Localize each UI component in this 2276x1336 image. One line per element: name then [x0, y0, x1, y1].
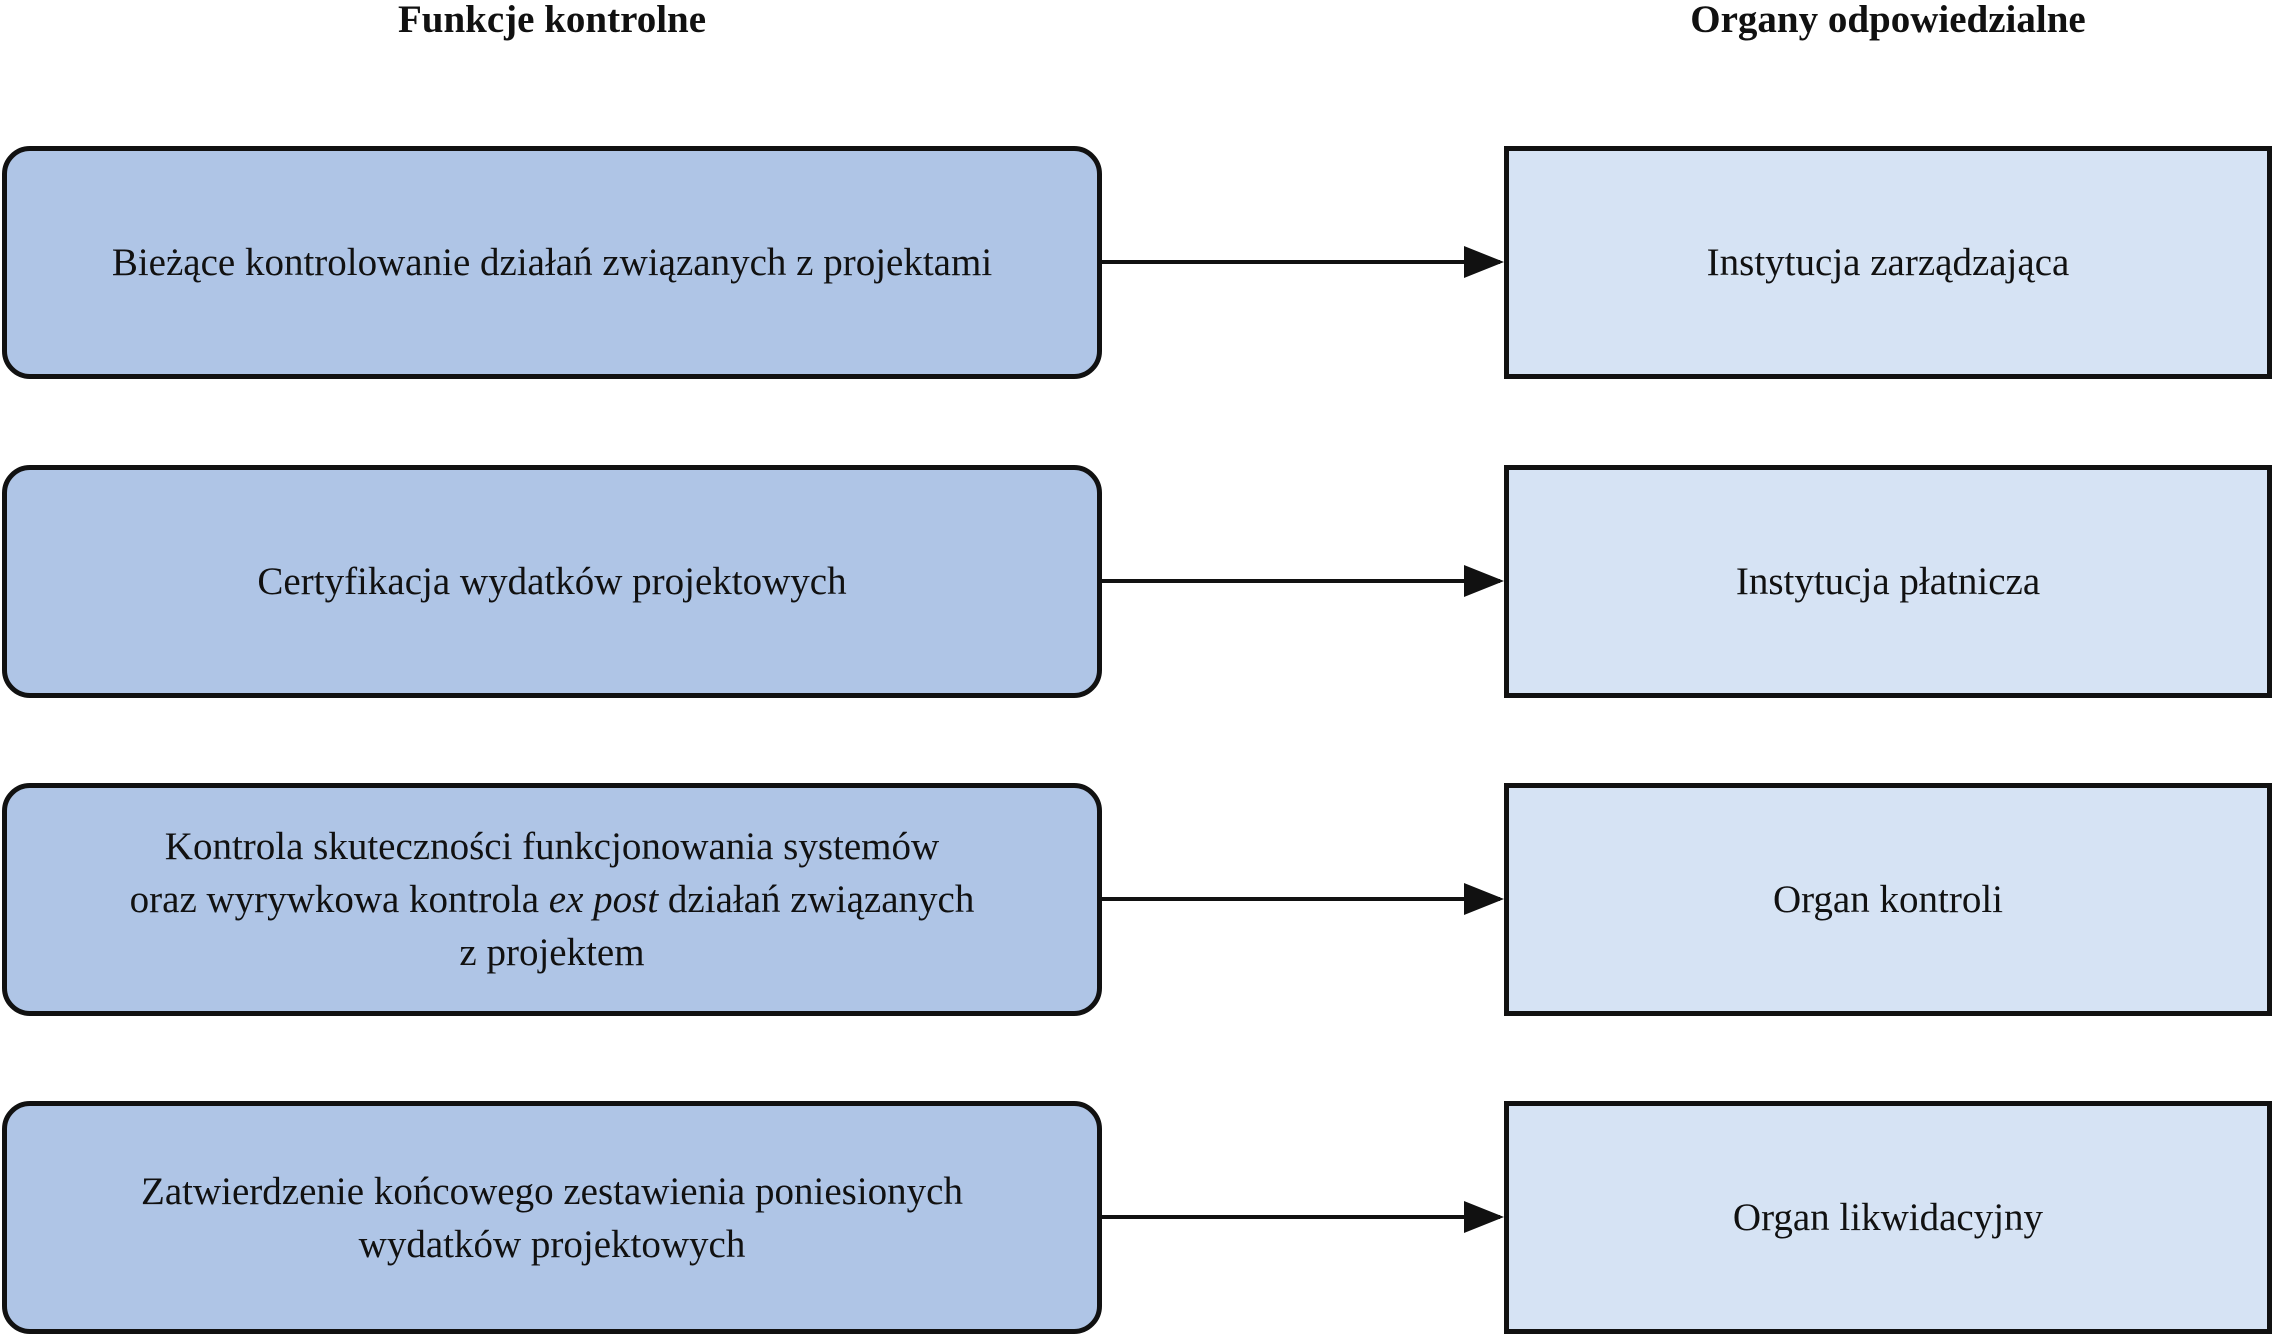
- function-text-line: oraz wyrywkowa kontrola ex post działań …: [129, 878, 975, 921]
- function-box-final-statement: Zatwierdzenie końcowego zestawienia poni…: [2, 1101, 1102, 1334]
- function-box-current-control: Bieżące kontrolowanie działań związanych…: [2, 146, 1102, 379]
- function-text-line: Certyfikacja wydatków projektowych: [257, 560, 847, 603]
- organ-box-paying-agency: Instytucja płatnicza: [1504, 465, 2272, 698]
- organ-box-managing-authority: Instytucja zarządzająca: [1504, 146, 2272, 379]
- function-box-system-audit: Kontrola skuteczności funkcjonowania sys…: [2, 783, 1102, 1016]
- italic-term: ex post: [548, 878, 659, 921]
- organ-text: Instytucja płatnicza: [1735, 560, 2041, 603]
- function-box-certification: Certyfikacja wydatków projektowych: [2, 465, 1102, 698]
- function-text: Kontrola skuteczności funkcjonowania sys…: [130, 820, 975, 979]
- function-text: Certyfikacja wydatków projektowych: [257, 555, 846, 608]
- column-header-organs: Organy odpowiedzialne: [1690, 0, 2086, 41]
- function-text-line: z projektem: [459, 931, 645, 974]
- function-text-line: Bieżące kontrolowanie działań związanych…: [111, 241, 993, 284]
- organ-box-control-body: Organ kontroli: [1504, 783, 2272, 1016]
- function-text: Bieżące kontrolowanie działań związanych…: [112, 236, 992, 289]
- organ-text: Organ kontroli: [1772, 878, 2003, 921]
- organ-text: Instytucja zarządzająca: [1706, 241, 2070, 284]
- function-text: Zatwierdzenie końcowego zestawienia poni…: [141, 1165, 963, 1271]
- organ-box-liquidation-body: Organ likwidacyjny: [1504, 1101, 2272, 1334]
- function-text-line: Kontrola skuteczności funkcjonowania sys…: [164, 825, 940, 868]
- function-text-line: Zatwierdzenie końcowego zestawienia poni…: [141, 1169, 963, 1213]
- organ-text: Organ likwidacyjny: [1732, 1196, 2044, 1239]
- function-text-line: wydatków projektowych: [358, 1222, 746, 1266]
- column-header-functions: Funkcje kontrolne: [397, 0, 707, 41]
